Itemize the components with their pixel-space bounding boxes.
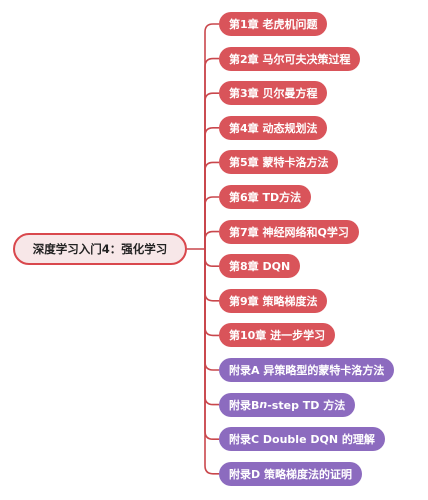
appendix-b-suffix: -step TD 方法 <box>267 398 346 412</box>
branch-chapter-4[interactable]: 第4章 动态规划法 <box>219 115 328 140</box>
branch-appendix-c[interactable]: 附录C Double DQN 的理解 <box>219 427 385 452</box>
branch-chapter-3[interactable]: 第3章 贝尔曼方程 <box>219 81 328 106</box>
connector-line <box>204 249 219 440</box>
connector-line <box>204 92 219 249</box>
branch-chapter-1[interactable]: 第1章 老虎机问题 <box>219 12 328 36</box>
branch-appendix-a[interactable]: 附录A 异策略型的蒙特卡洛方法 <box>219 358 395 382</box>
root-node[interactable]: 深度学习入门4：强化学习 <box>13 233 187 265</box>
branch-chapter-9[interactable]: 第9章 策略梯度法 <box>219 288 328 313</box>
branch-chapter-10[interactable]: 第10章 进一步学习 <box>219 323 336 348</box>
branch-chapter-8[interactable]: 第8章 DQN <box>219 254 301 279</box>
branch-chapter-5[interactable]: 第5章 蒙特卡洛方法 <box>219 150 339 175</box>
branch-appendix-d[interactable]: 附录D 策略梯度法的证明 <box>219 461 362 486</box>
connector-line <box>204 161 219 249</box>
branch-appendix-b[interactable]: 附录B n-step TD 方法 <box>219 392 356 417</box>
connector-line <box>204 196 219 249</box>
connector-line <box>204 249 219 406</box>
appendix-b-prefix: 附录B <box>229 398 260 412</box>
branch-chapter-6[interactable]: 第6章 TD方法 <box>219 185 312 209</box>
connector-line <box>204 249 219 475</box>
connector-line <box>204 127 219 249</box>
connector-line <box>204 249 219 302</box>
connector-line <box>204 23 219 249</box>
connector-line <box>204 249 219 371</box>
connector-line <box>204 249 219 337</box>
connector-line <box>204 230 219 249</box>
connector-line <box>204 57 219 249</box>
connector-line <box>204 249 219 267</box>
appendix-b-n: n <box>259 398 268 412</box>
branch-chapter-2[interactable]: 第2章 马尔可夫决策过程 <box>219 46 361 71</box>
branch-chapter-7[interactable]: 第7章 神经网络和Q学习 <box>219 219 359 244</box>
